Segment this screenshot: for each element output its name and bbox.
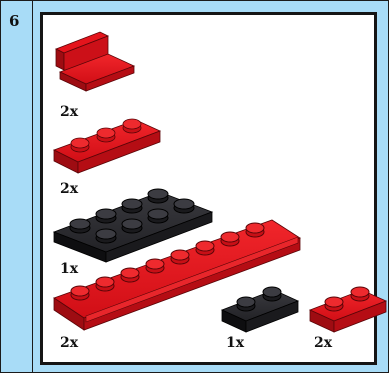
brick-bracket-red	[56, 32, 134, 91]
quantity-plate-1x3: 2x	[60, 181, 78, 197]
quantity-plate-2x4: 1x	[60, 261, 78, 277]
quantity-plate-rail: 2x	[60, 335, 78, 351]
quantity-plate-1x2-black: 1x	[226, 335, 244, 351]
quantity-bracket: 2x	[60, 104, 78, 120]
quantity-plate-1x2-red: 2x	[314, 335, 332, 351]
plate-1x2-red	[310, 287, 386, 332]
plate-1x2-black	[222, 287, 298, 332]
plate-1x3-red	[54, 119, 160, 173]
